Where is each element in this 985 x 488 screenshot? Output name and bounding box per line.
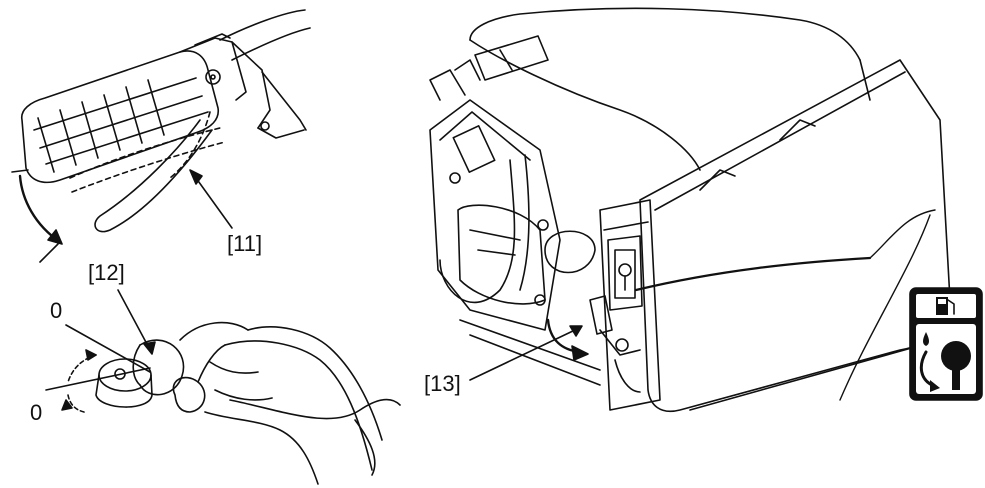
callout-13: [13] [424,371,461,396]
zero-mark-bottom: 0 [30,400,43,425]
zero-mark-top: 0 [50,298,63,323]
fuel-valve-icon [909,287,983,401]
handlebar-grip-drawing [11,9,311,263]
hand-knob-drawing [45,289,401,485]
callout-12: [12] [88,260,125,285]
engine-drawing [429,7,951,412]
callout-11: [11] [227,231,263,256]
